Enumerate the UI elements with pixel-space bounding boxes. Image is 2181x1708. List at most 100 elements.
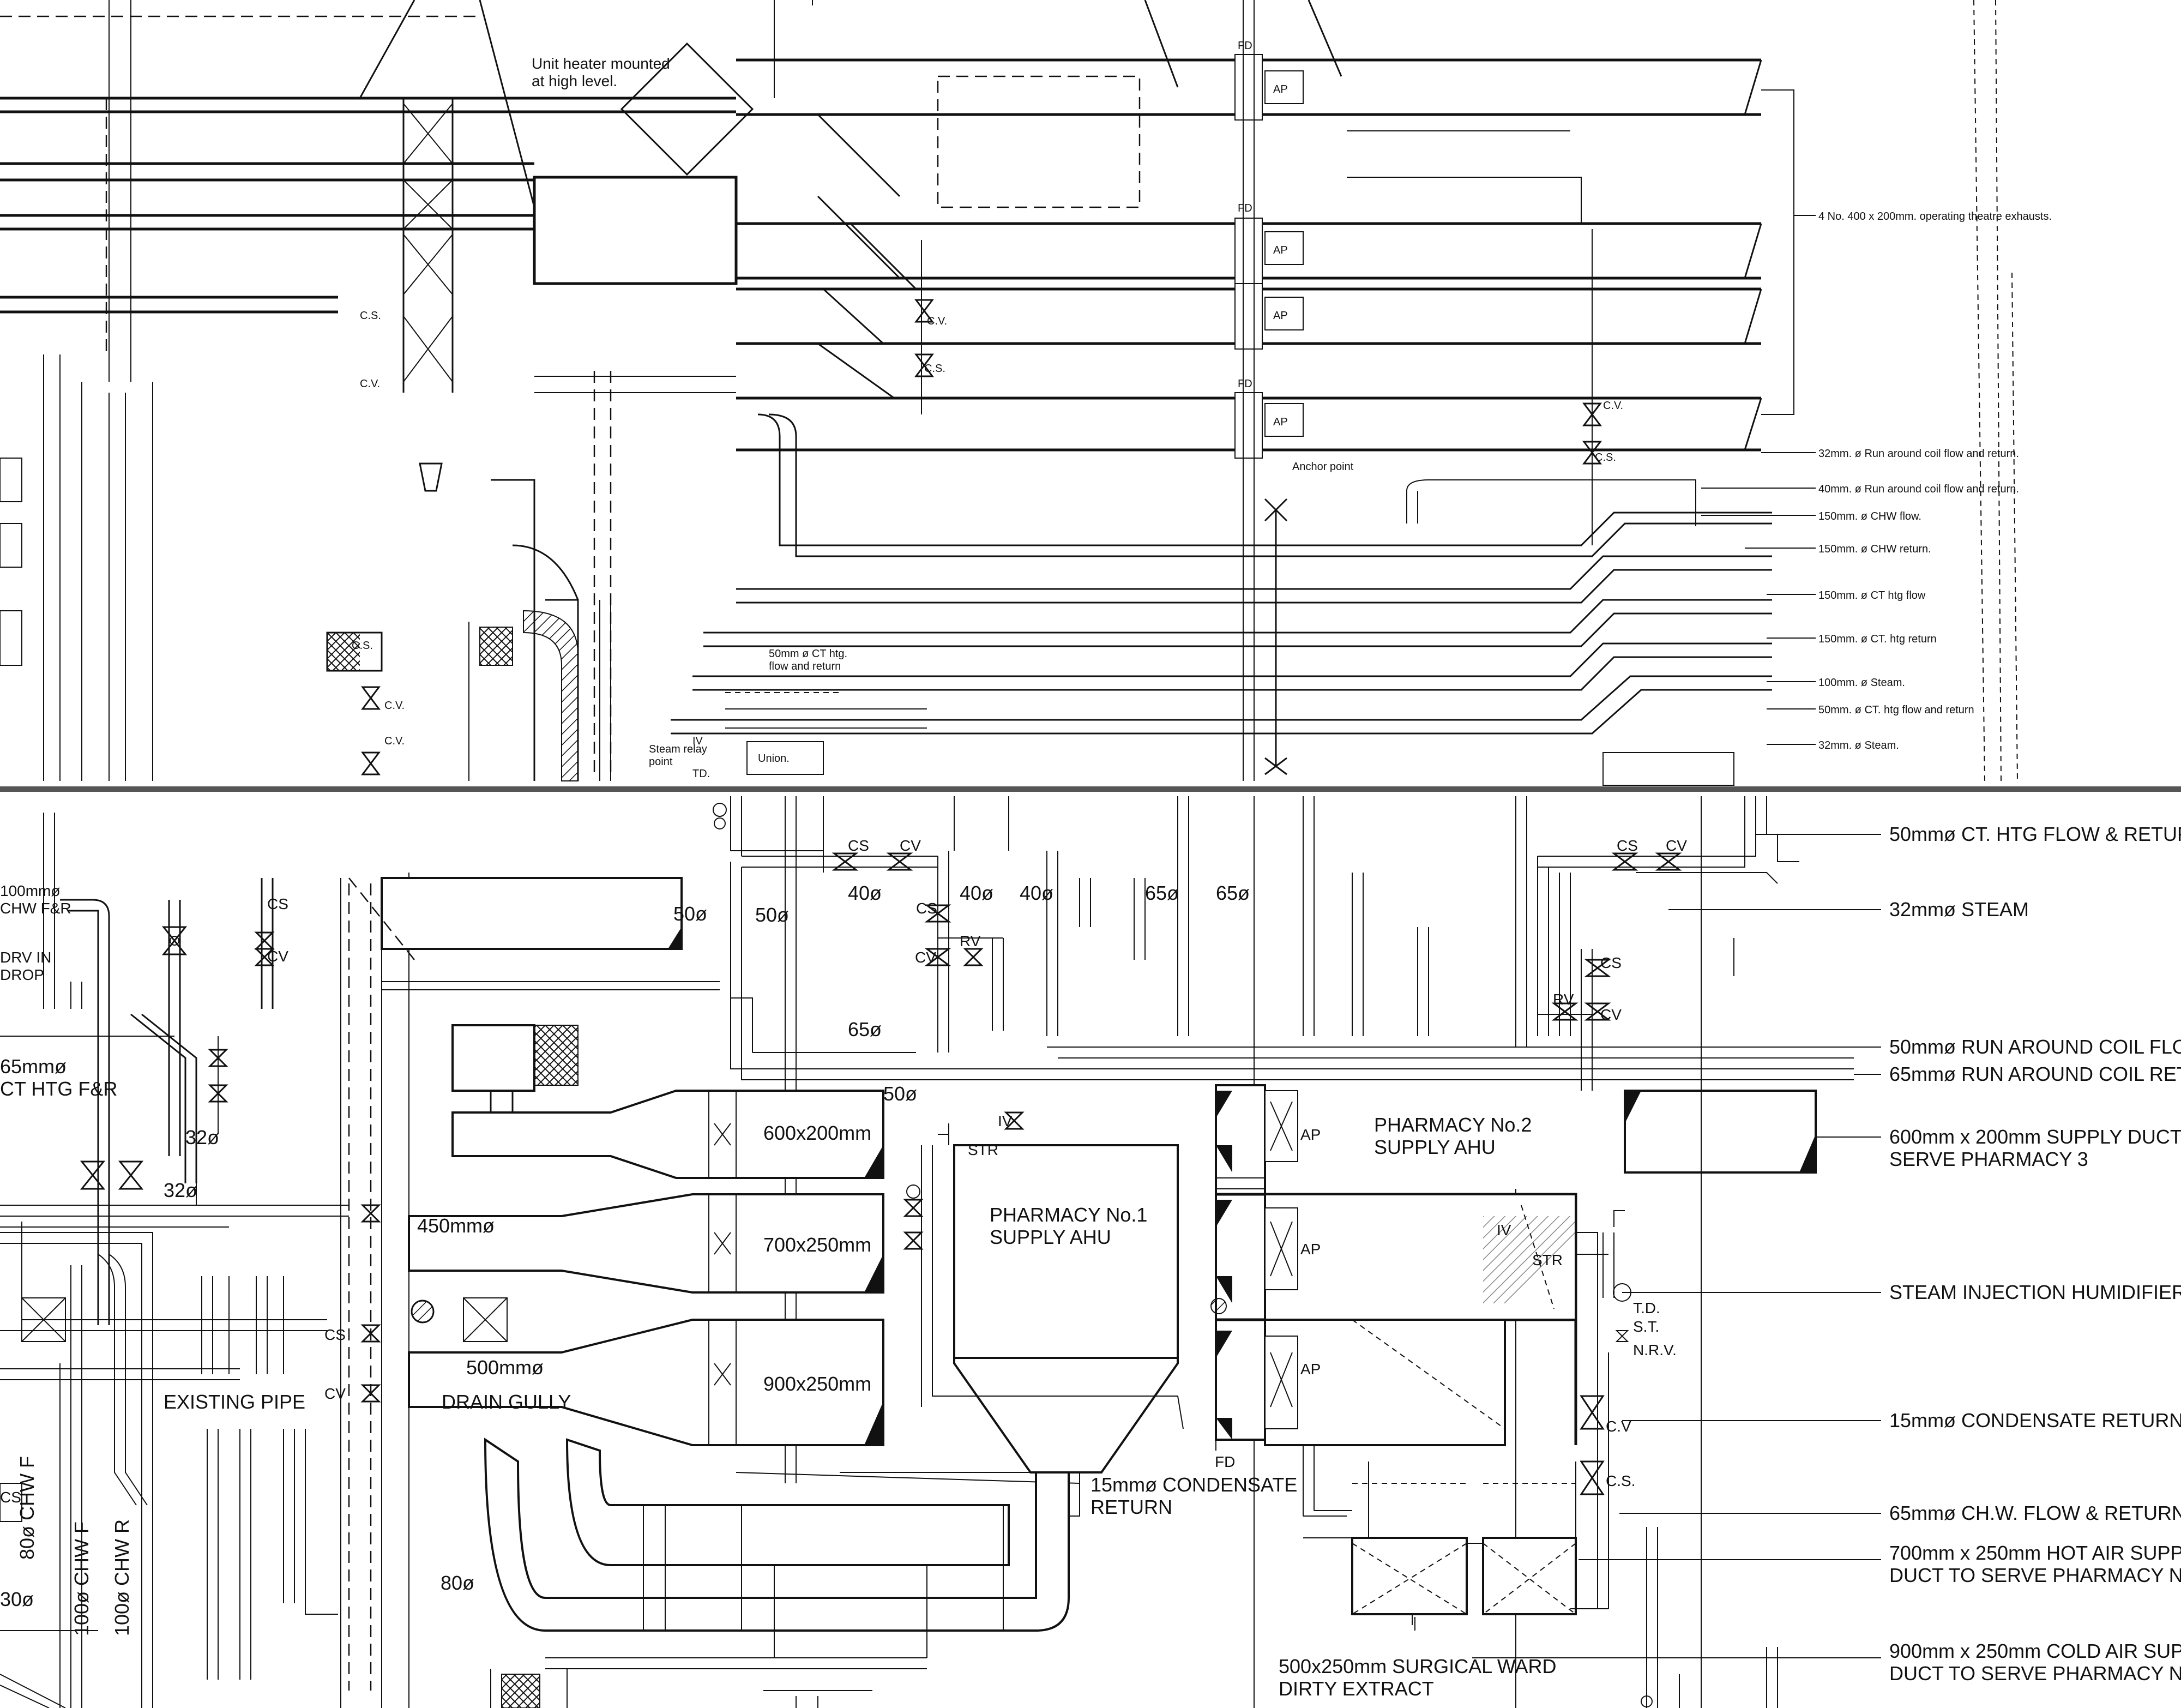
callout-32-run-around: 32mm. ø Run around coil flow and return. — [1818, 448, 2019, 460]
bottom-u-bend-ducts — [484, 1438, 1070, 1708]
cs-vert-note: CS — [0, 1489, 21, 1506]
duct-size-900x250: 900x250mm — [763, 1373, 871, 1395]
fire-damper-tags — [1234, 0, 1304, 781]
cv-dot-tag-lower: C.V — [1606, 1418, 1631, 1435]
ap-tag-2: AP — [1273, 244, 1288, 256]
pipe-size-65-b: 65ø — [1216, 882, 1250, 904]
callout-100-steam: 100mm. ø Steam. — [1818, 677, 1905, 689]
callout-150-chw-return: 150mm. ø CHW return. — [1818, 543, 1931, 555]
cv-tag-lower-1: CV — [267, 948, 288, 965]
ap-tag-1: AP — [1273, 83, 1288, 95]
supply-duct-900x250 — [408, 1319, 884, 1446]
cv-tag-lower-5: CV — [1600, 1006, 1622, 1023]
upper-left-duct-bands — [0, 97, 738, 314]
callout-steam-injection-humidifier: STEAM INJECTION HUMIDIFIER — [1889, 1281, 2181, 1303]
pipe-size-40-b: 40ø — [960, 882, 993, 904]
upper-gate-valves-left — [361, 686, 381, 775]
callout-150-chw-flow: 150mm. ø CHW flow. — [1818, 510, 1921, 522]
cs-tag-lower-6: CS — [324, 1326, 346, 1343]
cs-tag-lower-1: CS — [267, 895, 288, 912]
pipe-size-40-c: 40ø — [1020, 882, 1053, 904]
td-tag-upper: TD. — [692, 768, 710, 780]
callout-50-run-around-flow: 50mmø RUN AROUND COIL FLOW — [1889, 1036, 2181, 1058]
upper-valves — [361, 229, 1602, 775]
upper-gate-valves-mid — [914, 299, 934, 377]
iv-tag-lower-2: IV — [1497, 1222, 1511, 1238]
pipe-size-40-a: 40ø — [848, 882, 882, 904]
callout-15-condensate-return: 15mmø CONDENSATE RETURN — [1889, 1409, 2181, 1432]
ct-htg-small-note: 50mm ø CT htg.flow and return — [769, 648, 847, 672]
callout-50-ct-htg-fr: 50mmø CT. HTG FLOW & RETURN — [1889, 823, 2181, 845]
supply-duct-700x250 — [408, 1193, 884, 1294]
left-damper-box-2 — [463, 1297, 508, 1342]
cv-tag-lower-3: CV — [915, 949, 936, 966]
lower-right-callouts: 50mmø CT. HTG FLOW & RETURN 32mmø STEAM … — [1889, 823, 2181, 1685]
lattice-column — [105, 0, 454, 393]
access-panel-3 — [1264, 297, 1304, 330]
ap-tag-lower-2: AP — [1300, 1241, 1321, 1258]
cv-tag-lower-6: CV — [324, 1385, 346, 1402]
pipe-450-note: 450mmø — [417, 1214, 495, 1237]
callout-65-run-around-return: 65mmø RUN AROUND COIL RETURN — [1889, 1063, 2181, 1085]
pipe-30-note: 30ø — [0, 1588, 34, 1610]
cs-tag-lower-5: CS — [1600, 954, 1622, 971]
cs-dot-tag-lower: C.S. — [1606, 1472, 1635, 1489]
anchor-point-note: Anchor point — [1292, 461, 1354, 473]
pipe-size-50-b: 50ø — [755, 904, 789, 926]
p2-damper-3 — [1264, 1336, 1298, 1429]
str-tag-lower-2: STR — [1532, 1252, 1563, 1268]
pipe-size-32-b: 32ø — [164, 1179, 197, 1201]
cs-tag-lower-4: CS — [1617, 837, 1638, 854]
pipe-size-50-c: 50ø — [883, 1082, 917, 1105]
callout-150-ct-htg-return: 150mm. ø CT. htg return — [1818, 633, 1937, 645]
pharmacy-1-ahu — [736, 1123, 1184, 1517]
access-panel-2 — [1264, 231, 1304, 265]
ap-tag-4: AP — [1273, 416, 1288, 428]
cv-tag-lower-4: CV — [1666, 837, 1687, 854]
lower-right-leaders — [1414, 834, 1881, 1658]
cs-tag-upper-2: C.S. — [352, 640, 373, 652]
callout-operating-theatre-exhausts: 4 No. 400 x 200mm. operating theatre exh… — [1818, 211, 2052, 222]
left-damper-box-1 — [21, 1297, 66, 1342]
lower-left-pipes — [0, 813, 349, 1708]
fire-damper-1 — [1234, 54, 1263, 121]
pipe-80-note: 80ø — [441, 1572, 474, 1594]
rv-tag-lower-1: RV — [960, 933, 981, 949]
callout-32-steam: 32mm. ø Steam. — [1818, 739, 1899, 751]
fd-tag-2: FD — [1238, 202, 1252, 214]
anchor-point-mark — [1264, 498, 1288, 775]
duct-size-700x250: 700x250mm — [763, 1234, 871, 1256]
lower-left-valves — [80, 926, 381, 1403]
chw-r-100-note: 100ø CHW R — [111, 1519, 133, 1636]
ap-tag-lower-3: AP — [1300, 1361, 1321, 1378]
fire-damper-4 — [1234, 392, 1263, 459]
existing-pipe-note: EXISTING PIPE — [164, 1391, 305, 1413]
cv-tag-upper-2: C.V. — [384, 700, 405, 712]
chw-f-100-note: 100ø CHW F — [70, 1521, 93, 1636]
fd-tag-lower: FD — [1215, 1453, 1235, 1470]
cs-tag-upper-4: C.S. — [1595, 452, 1616, 464]
fire-damper-3 — [1234, 283, 1263, 350]
cs-tag-lower-2: CS — [848, 837, 869, 854]
ap-tag-3: AP — [1273, 310, 1288, 322]
nrv-tag-lower: N.R.V. — [1633, 1342, 1677, 1358]
lower-middle-valves — [713, 803, 1682, 1250]
cs-tag-upper-1: C.S. — [360, 310, 381, 322]
pipe-size-65-a: 65ø — [1145, 882, 1179, 904]
cv-tag-upper-4: C.V. — [927, 315, 947, 327]
pharmacy-2-ahu — [1210, 1084, 1631, 1625]
pipe-size-65-c: 65ø — [848, 1018, 882, 1041]
upper-gate-valves-right — [1582, 402, 1602, 465]
callout-40-run-around: 40mm. ø Run around coil flow and return. — [1818, 483, 2019, 495]
